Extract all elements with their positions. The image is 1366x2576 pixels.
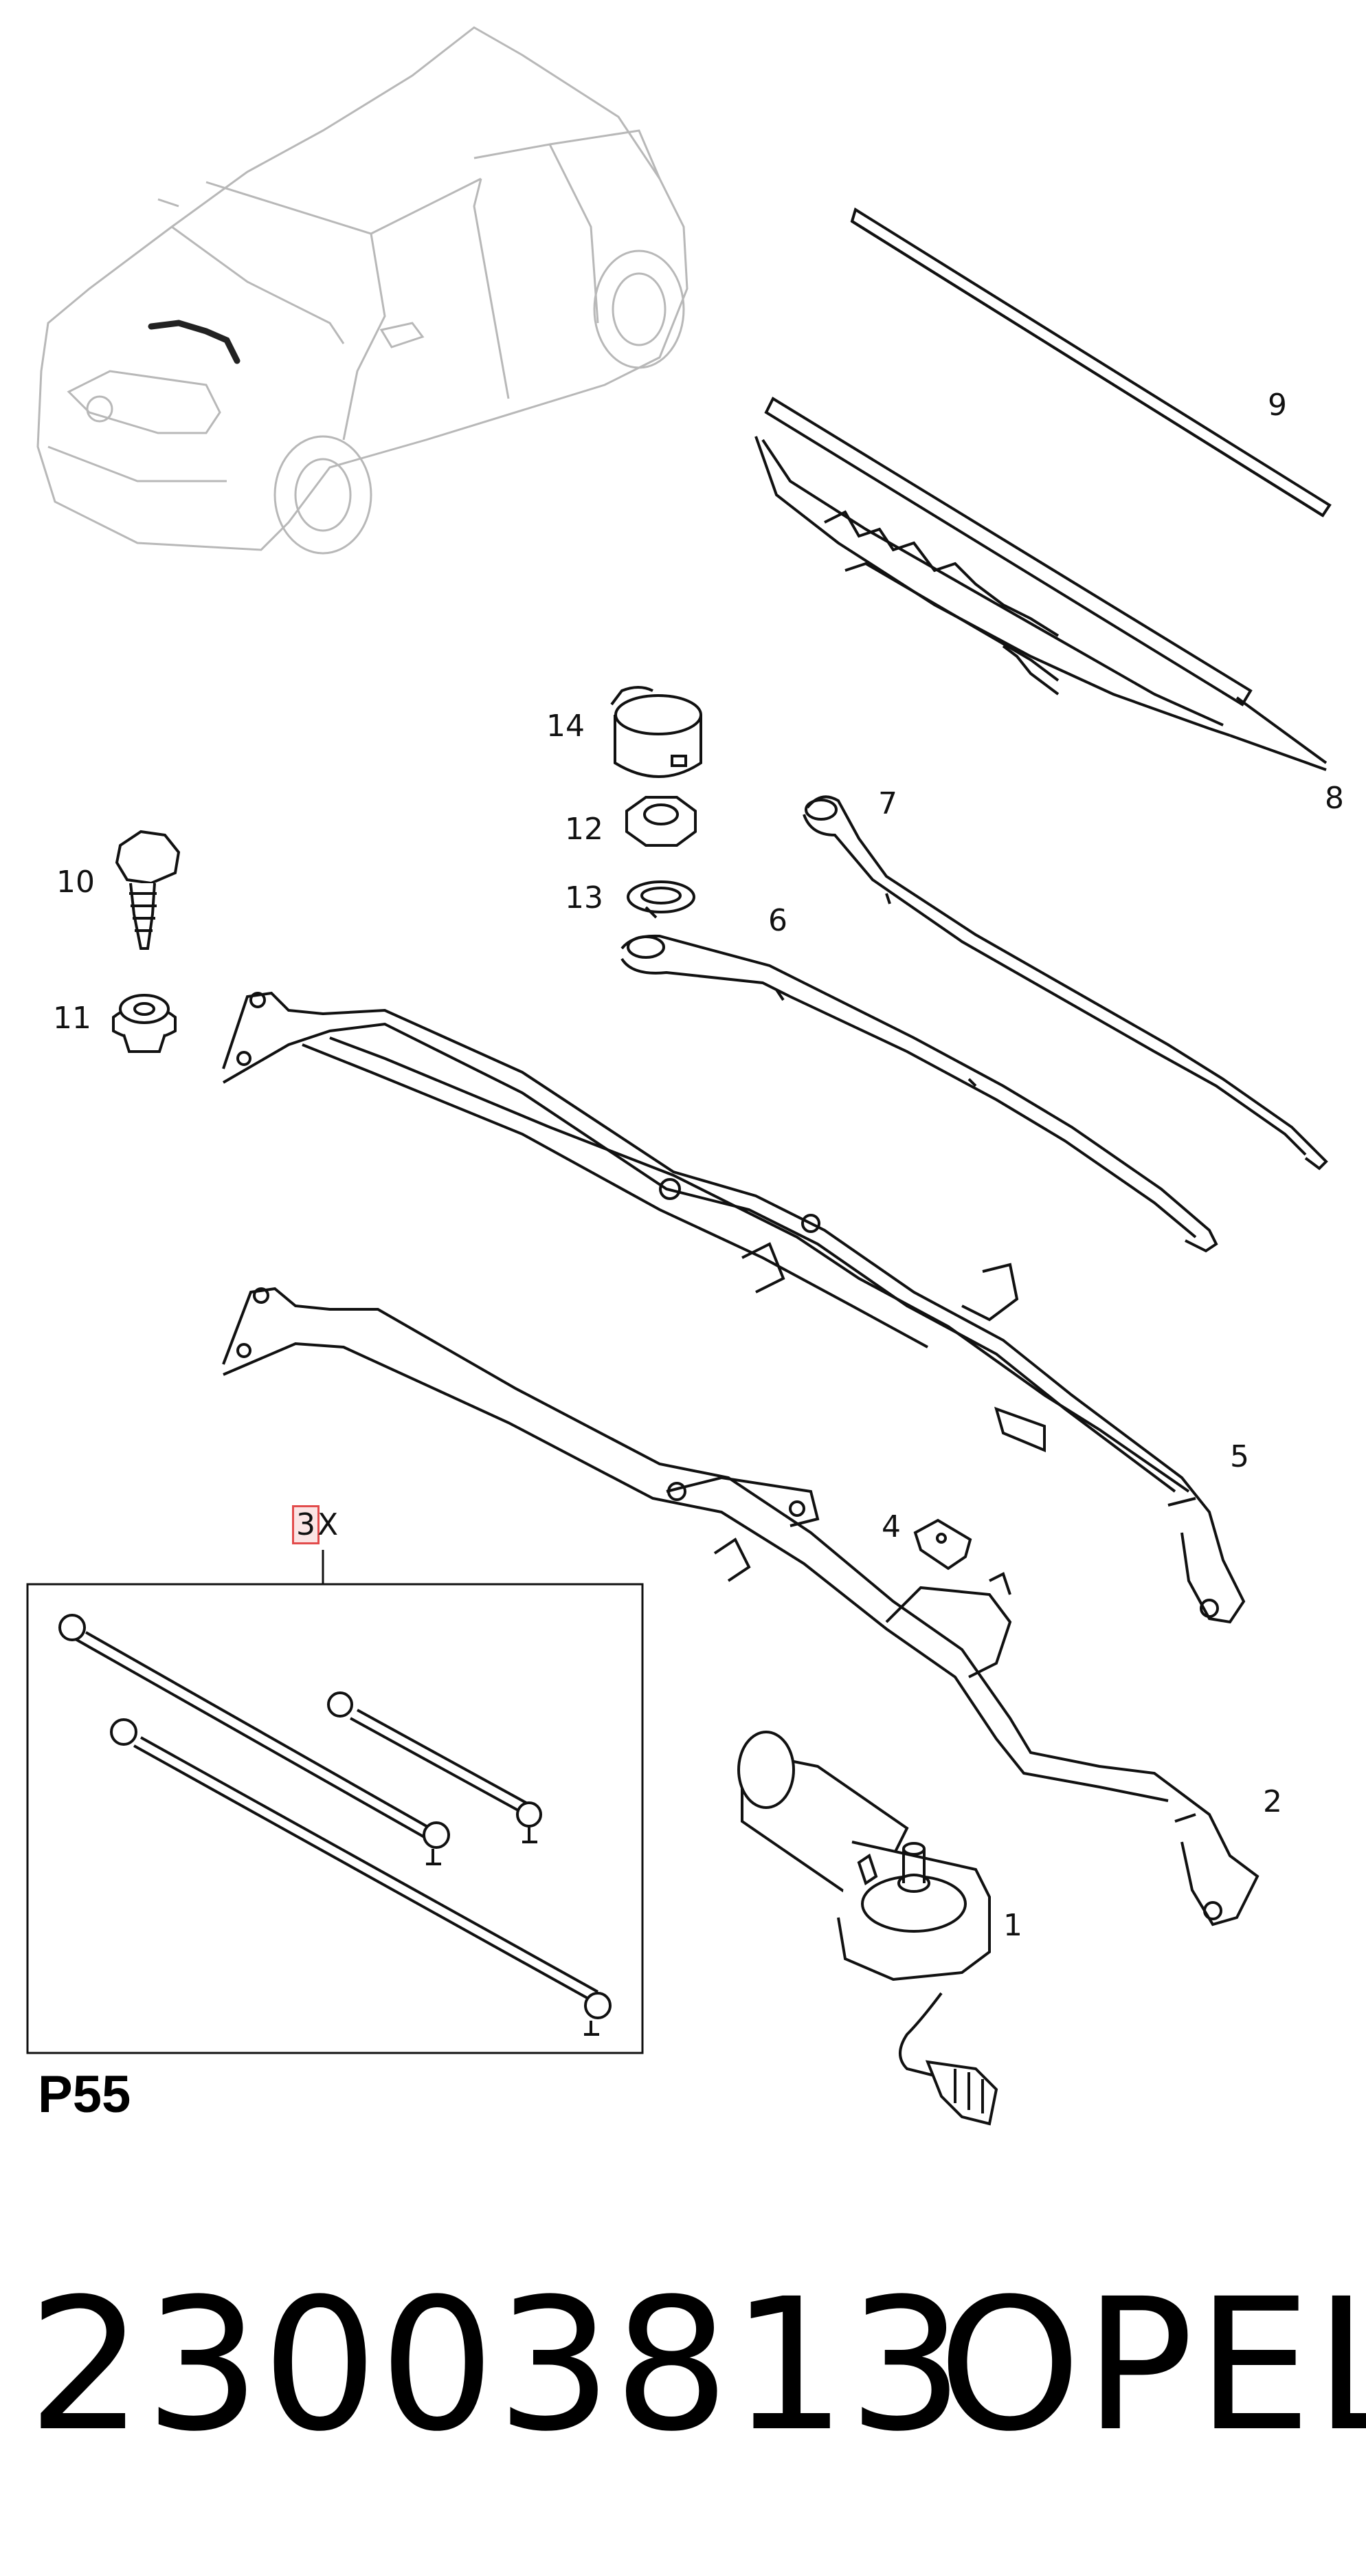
clip-nut-part-11 — [112, 994, 177, 1053]
wiper-motor-part-1 — [737, 1731, 998, 2126]
callout-7: 7 — [878, 786, 897, 821]
car-outline-illustration — [36, 26, 688, 555]
callout-3-group: 3X — [292, 1505, 339, 1544]
kit-box-part-3 — [26, 1583, 644, 2054]
cover-cap-part-14 — [610, 686, 702, 778]
callout-3[interactable]: 3 — [292, 1505, 320, 1544]
linkage-rods-part-3 — [58, 1614, 612, 2036]
washer-part-13 — [627, 880, 695, 919]
callout-5: 5 — [1230, 1439, 1249, 1474]
brand-name: OPEL — [938, 2260, 1366, 2472]
wiper-linkage-part-2 — [222, 1287, 1259, 1927]
callout-10: 10 — [56, 865, 95, 900]
callout-1: 1 — [1003, 1908, 1022, 1943]
bracket-part-4 — [913, 1518, 972, 1570]
callout-3-suffix: X — [317, 1507, 339, 1542]
callout-9: 9 — [1268, 388, 1287, 423]
wiper-arm-part-6 — [620, 934, 1218, 1253]
wiper-arm-part-7 — [803, 795, 1328, 1170]
wiper-refill-part-9 — [850, 207, 1332, 518]
section-code: P55 — [38, 2065, 131, 2124]
callout-11: 11 — [53, 1001, 91, 1036]
part-number: 23003813 — [27, 2260, 965, 2472]
callout-2: 2 — [1263, 1784, 1282, 1819]
callout-12: 12 — [565, 812, 603, 847]
wiper-blade-part-8 — [754, 397, 1328, 771]
callout-14: 14 — [546, 709, 585, 744]
wiper-linkage-part-5 — [222, 991, 1246, 1624]
bolt-part-10 — [115, 830, 181, 950]
callout-4: 4 — [882, 1509, 901, 1544]
callout-8: 8 — [1325, 781, 1344, 816]
callout-13: 13 — [565, 880, 603, 915]
car-wiper-linkage-marker — [148, 320, 240, 364]
nut-part-12 — [625, 796, 697, 847]
callout-6: 6 — [768, 903, 787, 938]
